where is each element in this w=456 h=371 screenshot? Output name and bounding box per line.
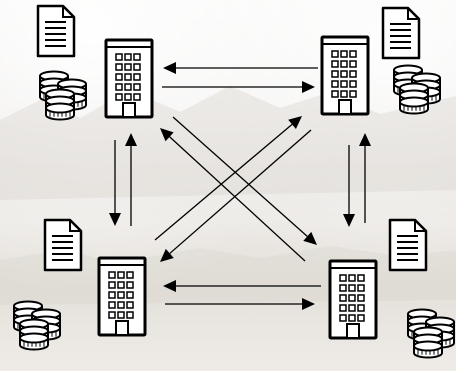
- office-building-icon: [104, 38, 154, 119]
- edge-arrow-bottom-left-to-top-right: [154, 116, 302, 241]
- company-top-left: [36, 4, 154, 121]
- arrowhead: [343, 214, 355, 227]
- edge-arrow-top-right-to-bottom-left: [160, 129, 312, 262]
- document-icon: [381, 6, 421, 60]
- arrowhead: [160, 248, 174, 262]
- arrowhead: [359, 133, 371, 146]
- edge-arrow-bottom-left-to-top-left: [125, 133, 137, 226]
- document-icon: [43, 218, 83, 272]
- coin-stack: [399, 82, 429, 115]
- arrowhead: [109, 213, 121, 226]
- edge-line: [169, 136, 306, 262]
- building-windows: [108, 271, 134, 319]
- company-bottom-left: [13, 218, 147, 351]
- arrowhead: [163, 62, 176, 74]
- building-windows: [339, 274, 365, 322]
- document-icon: [388, 218, 428, 272]
- office-building-icon: [320, 35, 370, 116]
- company-bottom-right: [328, 218, 455, 359]
- arrowhead: [303, 231, 317, 245]
- coin: [399, 96, 429, 115]
- edge-line: [154, 123, 293, 241]
- document-icon: [36, 4, 76, 58]
- coin-stack-icon: [13, 300, 61, 351]
- edge-arrow-top-right-to-bottom-right: [343, 145, 355, 227]
- building-windows: [331, 50, 357, 98]
- edge-arrow-top-left-to-bottom-left: [109, 140, 121, 226]
- edge-arrow-bottom-right-to-top-right: [359, 133, 371, 223]
- edge-arrow-top-left-to-bottom-right: [172, 116, 317, 245]
- building-door: [115, 320, 129, 336]
- office-building-icon: [97, 256, 147, 337]
- edge-arrow-bottom-right-to-bottom-left: [163, 280, 321, 292]
- company-top-right: [320, 6, 441, 116]
- arrowhead: [163, 280, 176, 292]
- edges-layer: [109, 62, 371, 310]
- arrowhead: [160, 128, 174, 142]
- arrowhead: [302, 81, 315, 93]
- building-door: [346, 323, 360, 339]
- coin-stack: [413, 326, 443, 359]
- edge-arrow-bottom-right-to-top-left: [160, 128, 306, 262]
- edge-arrow-top-right-to-top-left: [163, 62, 318, 74]
- office-building-icon: [328, 259, 378, 340]
- coin-stack: [19, 318, 49, 351]
- edge-line: [169, 129, 312, 254]
- coin-stack-icon: [407, 308, 455, 359]
- building-door: [122, 102, 136, 118]
- coin: [413, 340, 443, 359]
- building-windows: [115, 53, 141, 101]
- coin-stack-icon: [39, 70, 87, 121]
- coin: [45, 102, 75, 121]
- coin: [19, 332, 49, 351]
- building-door: [338, 99, 352, 115]
- arrowhead: [302, 298, 315, 310]
- nodes-layer: [13, 4, 455, 359]
- edge-arrow-bottom-left-to-bottom-right: [165, 298, 315, 310]
- coin-stack: [45, 88, 75, 121]
- edge-arrow-top-left-to-top-right: [162, 81, 315, 93]
- arrowhead: [125, 133, 137, 146]
- edge-line: [172, 116, 308, 237]
- coin-stack-icon: [393, 64, 441, 115]
- arrowhead: [288, 116, 302, 129]
